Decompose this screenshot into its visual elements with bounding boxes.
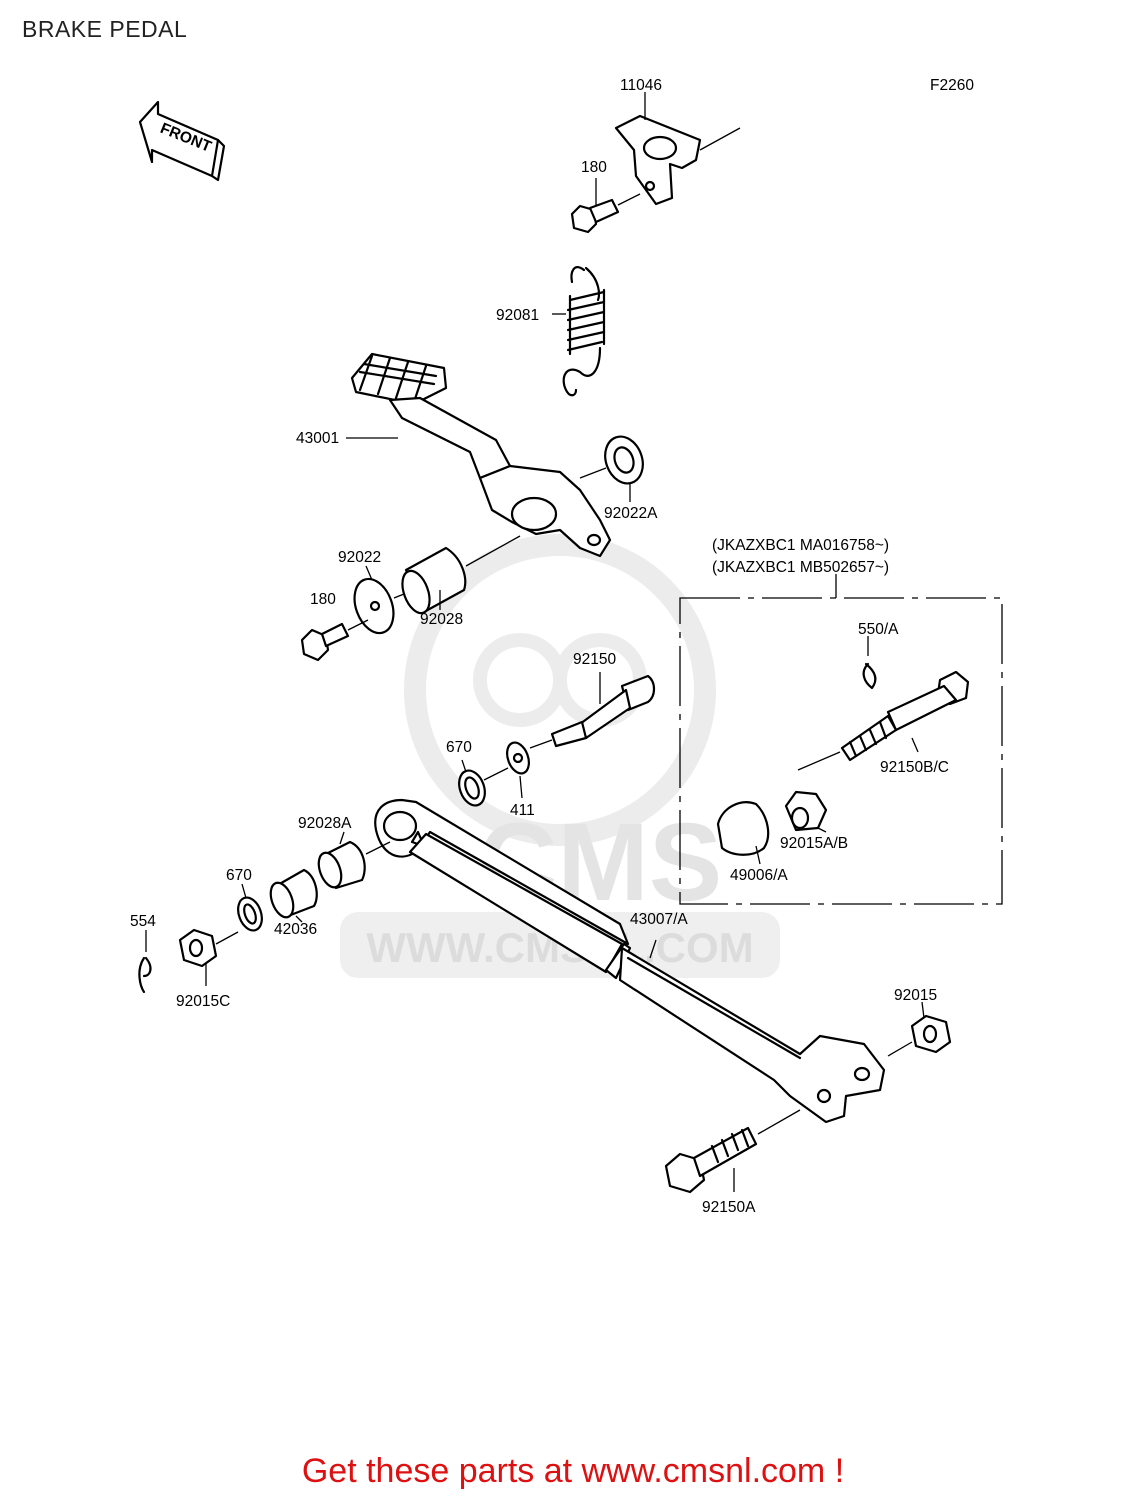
label-92150: 92150 — [573, 651, 616, 668]
nut-92015 — [887, 1001, 952, 1057]
pin-92150 — [529, 672, 656, 749]
label-43001: 43001 — [296, 430, 339, 447]
collar-92028 — [401, 535, 521, 615]
collar-92028A — [317, 831, 391, 890]
clip-554 — [138, 930, 152, 994]
label-180-top: 180 — [581, 159, 607, 176]
nut-92015C — [178, 928, 239, 986]
washer-92022 — [353, 565, 405, 635]
label-92150BC: 92150B/C — [880, 759, 949, 776]
page-title: BRAKE PEDAL — [22, 16, 188, 42]
label-42036: 42036 — [274, 921, 317, 938]
label-180-mid: 180 — [310, 591, 336, 608]
label-11046: 11046 — [620, 77, 662, 94]
washer-411 — [506, 741, 530, 799]
bracket-11046 — [614, 92, 741, 206]
label-92022A: 92022A — [604, 505, 658, 522]
label-550A: 550/A — [858, 621, 899, 638]
label-92028A: 92028A — [298, 815, 352, 832]
pedal-43001 — [346, 352, 612, 558]
serial-note-2: (JKAZXBC1 MB502657~) — [712, 559, 889, 576]
spring-92081 — [552, 266, 606, 397]
washer-92022A — [579, 435, 644, 502]
label-670-top: 670 — [446, 739, 472, 756]
front-arrow-icon: FRONT — [138, 100, 226, 182]
bolt-180-mid — [300, 619, 369, 662]
label-43007A: 43007/A — [630, 911, 688, 928]
part-labels: 11046 180 92081 43001 92022A 92022 180 9… — [130, 77, 949, 1216]
variant-box — [679, 574, 1003, 905]
washer-670-low — [237, 883, 263, 932]
label-92150A: 92150A — [702, 1199, 756, 1216]
collar-42036 — [269, 868, 318, 923]
label-411: 411 — [510, 802, 535, 819]
washer-670-top — [458, 759, 509, 807]
label-554: 554 — [130, 913, 156, 930]
footer-link[interactable]: Get these parts at www.cmsnl.com ! — [301, 1452, 845, 1490]
label-92015AB: 92015A/B — [780, 835, 848, 852]
label-92022: 92022 — [338, 549, 381, 566]
rod-43007A — [374, 798, 886, 1124]
serial-note-1: (JKAZXBC1 MA016758~) — [712, 537, 889, 554]
label-670-low: 670 — [226, 867, 252, 884]
label-49006A: 49006/A — [730, 867, 788, 884]
figure-code: F2260 — [930, 77, 974, 94]
bolt-180-top — [570, 178, 641, 234]
label-92028: 92028 — [420, 611, 463, 628]
bolt-92150A — [664, 1109, 801, 1194]
label-92081: 92081 — [496, 307, 539, 324]
label-92015: 92015 — [894, 987, 937, 1004]
label-92015C: 92015C — [176, 993, 230, 1010]
